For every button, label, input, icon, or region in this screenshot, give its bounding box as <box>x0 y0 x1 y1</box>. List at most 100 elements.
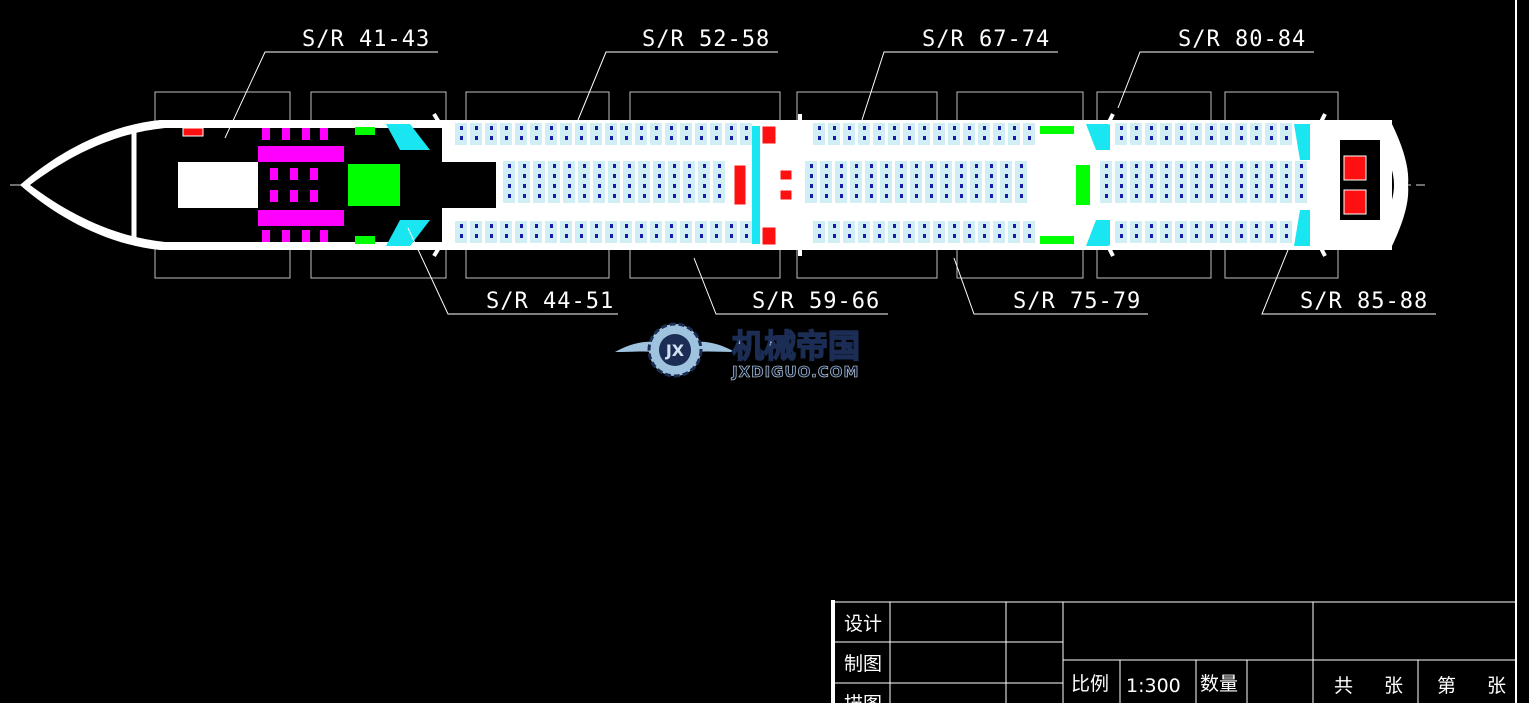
seat-pair <box>533 161 545 203</box>
seat <box>1135 126 1138 130</box>
seat <box>1270 184 1273 188</box>
seat <box>1255 174 1258 178</box>
seat-pair <box>620 221 632 243</box>
seat <box>1285 126 1288 130</box>
scale-value: 1:300 <box>1126 675 1181 697</box>
seat-pair <box>933 221 945 243</box>
callout-label: S/R 80-84 <box>1178 27 1306 52</box>
seat <box>568 184 571 188</box>
design-label: 设计 <box>844 613 882 635</box>
seat-pair <box>1000 161 1012 203</box>
seat <box>840 174 843 178</box>
seat-pair <box>918 221 930 243</box>
seat <box>550 136 553 140</box>
seat <box>908 126 911 130</box>
seat <box>550 126 553 130</box>
seat-pair <box>948 221 960 243</box>
seat <box>1105 174 1108 178</box>
seat-pair <box>820 161 832 203</box>
seat <box>863 224 866 228</box>
seat-pair <box>470 221 482 243</box>
seat <box>703 194 706 198</box>
seat <box>1150 194 1153 198</box>
seat <box>960 184 963 188</box>
seat-pair <box>545 123 557 145</box>
seat <box>508 164 511 168</box>
seat-pair <box>1190 161 1202 203</box>
seat <box>730 224 733 228</box>
seat <box>810 174 813 178</box>
seat <box>508 174 511 178</box>
seat <box>490 136 493 140</box>
seat <box>565 136 568 140</box>
seat-pair <box>828 123 840 145</box>
seat <box>840 164 843 168</box>
seat <box>1285 184 1288 188</box>
seat-pair <box>1008 221 1020 243</box>
seat <box>990 184 993 188</box>
galley-modules <box>386 124 1310 246</box>
seat-pair <box>1175 161 1187 203</box>
seat <box>658 194 661 198</box>
seat-pair <box>608 161 620 203</box>
seat <box>990 164 993 168</box>
seat <box>475 126 478 130</box>
seat <box>490 126 493 130</box>
seat <box>595 234 598 238</box>
seat-pair <box>635 123 647 145</box>
door-markers <box>432 112 1327 258</box>
seat-pair <box>713 161 725 203</box>
seat <box>568 174 571 178</box>
seat-pair <box>1280 123 1292 145</box>
seat <box>818 224 821 228</box>
seat-pair <box>1160 123 1172 145</box>
seat <box>1120 194 1123 198</box>
seat <box>1255 184 1258 188</box>
seat-pair <box>683 161 695 203</box>
seat <box>930 164 933 168</box>
seat <box>885 184 888 188</box>
seat <box>1195 164 1198 168</box>
seat <box>938 224 941 228</box>
seat-pair <box>635 221 647 243</box>
seat <box>553 174 556 178</box>
seat <box>598 184 601 188</box>
seat <box>628 174 631 178</box>
seat <box>938 234 941 238</box>
lavatory-modules <box>182 125 1367 246</box>
seat <box>520 126 523 130</box>
seat <box>870 184 873 188</box>
seat <box>685 126 688 130</box>
seat <box>595 126 598 130</box>
seat <box>1150 164 1153 168</box>
seat <box>523 174 526 178</box>
seat <box>1013 136 1016 140</box>
seat <box>520 136 523 140</box>
seat <box>848 136 851 140</box>
seat <box>1013 234 1016 238</box>
seat <box>1165 224 1168 228</box>
seat-pair <box>888 123 900 145</box>
seat <box>538 164 541 168</box>
seat-pair <box>740 221 752 243</box>
seat <box>893 224 896 228</box>
seat <box>855 184 858 188</box>
seat <box>1150 174 1153 178</box>
seat <box>688 164 691 168</box>
seat <box>1180 126 1183 130</box>
seat <box>1240 164 1243 168</box>
seat <box>538 194 541 198</box>
total-sheets-unit: 张 <box>1384 675 1403 697</box>
seat <box>998 136 1001 140</box>
seat <box>878 126 881 130</box>
seat <box>983 136 986 140</box>
seat-pair <box>590 221 602 243</box>
seat-pair <box>1220 123 1232 145</box>
seat <box>1225 224 1228 228</box>
seat <box>870 164 873 168</box>
seat <box>700 224 703 228</box>
seat <box>953 234 956 238</box>
seat-pair <box>1015 161 1027 203</box>
seat-pair <box>500 221 512 243</box>
seat-pair <box>518 161 530 203</box>
